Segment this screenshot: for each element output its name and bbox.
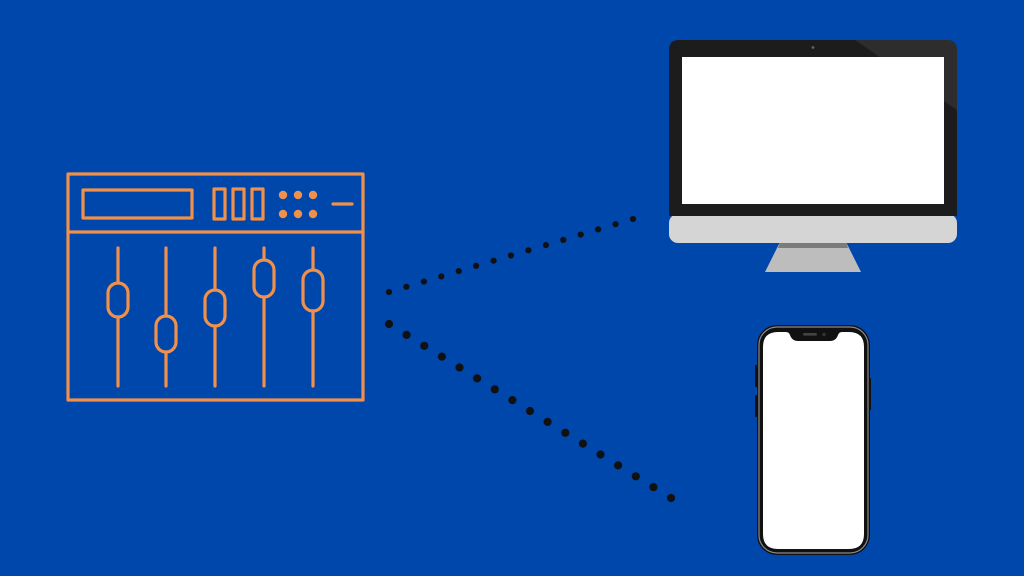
fader-1: [106, 246, 130, 388]
connector-dot: [473, 262, 480, 269]
connector-dot: [649, 483, 658, 492]
mixer-button-1: [212, 187, 227, 221]
audio-mixer-icon: [66, 172, 365, 402]
connector-dot: [437, 352, 446, 361]
connector-dot: [614, 461, 623, 470]
connector-dot: [666, 493, 676, 503]
monitor-stand: [765, 242, 861, 272]
desktop-monitor-icon: [669, 40, 957, 272]
monitor-stand-shadow: [778, 242, 848, 248]
phone-screen: [763, 332, 864, 549]
connector-dot: [455, 363, 464, 372]
connector-dot: [402, 330, 411, 339]
connector-dot: [596, 450, 605, 459]
mixer-knobs: [278, 190, 318, 219]
connector-mixer-to-phone: [384, 319, 676, 503]
connector-dot: [525, 247, 532, 254]
connector-dot: [438, 273, 445, 280]
connector-dot: [560, 236, 567, 243]
fader-2: [154, 246, 178, 388]
connector-dot: [507, 252, 515, 259]
monitor-screen: [682, 57, 944, 204]
phone-camera: [822, 332, 826, 337]
connector-dot: [455, 268, 462, 275]
mixer-button-3: [250, 187, 265, 221]
connector-dot: [508, 396, 517, 405]
connector-mixer-to-monitor: [385, 215, 637, 296]
connector-dot: [577, 231, 584, 238]
mixer-display: [81, 188, 194, 220]
phone-edge-highlight: [758, 326, 869, 554]
connector-dot: [612, 221, 619, 228]
fader-3: [203, 246, 227, 388]
fader-4: [252, 246, 276, 388]
connector-dot: [631, 472, 640, 481]
smartphone-icon: [755, 325, 871, 555]
connector-dot: [561, 428, 570, 437]
connector-dot: [543, 417, 552, 426]
connector-dot: [578, 439, 588, 448]
connector-dot: [595, 226, 602, 233]
connector-dot: [420, 341, 429, 350]
monitor-chin: [669, 214, 957, 243]
connector-dot: [473, 374, 482, 383]
connection-lines: [384, 215, 676, 503]
connector-dot: [542, 242, 550, 249]
connector-dot: [629, 215, 637, 223]
connector-dot: [385, 288, 393, 296]
fader-5: [301, 246, 325, 388]
mixer-button-2: [231, 187, 246, 221]
phone-speaker: [803, 333, 817, 336]
connector-dot: [420, 278, 427, 285]
connector-dot: [490, 385, 499, 394]
connector-dot: [490, 257, 497, 264]
connector-dot: [384, 319, 394, 329]
connector-dot: [403, 283, 410, 290]
mixer-outline: [66, 172, 365, 402]
monitor-camera: [811, 46, 815, 49]
connector-dot: [525, 406, 535, 416]
